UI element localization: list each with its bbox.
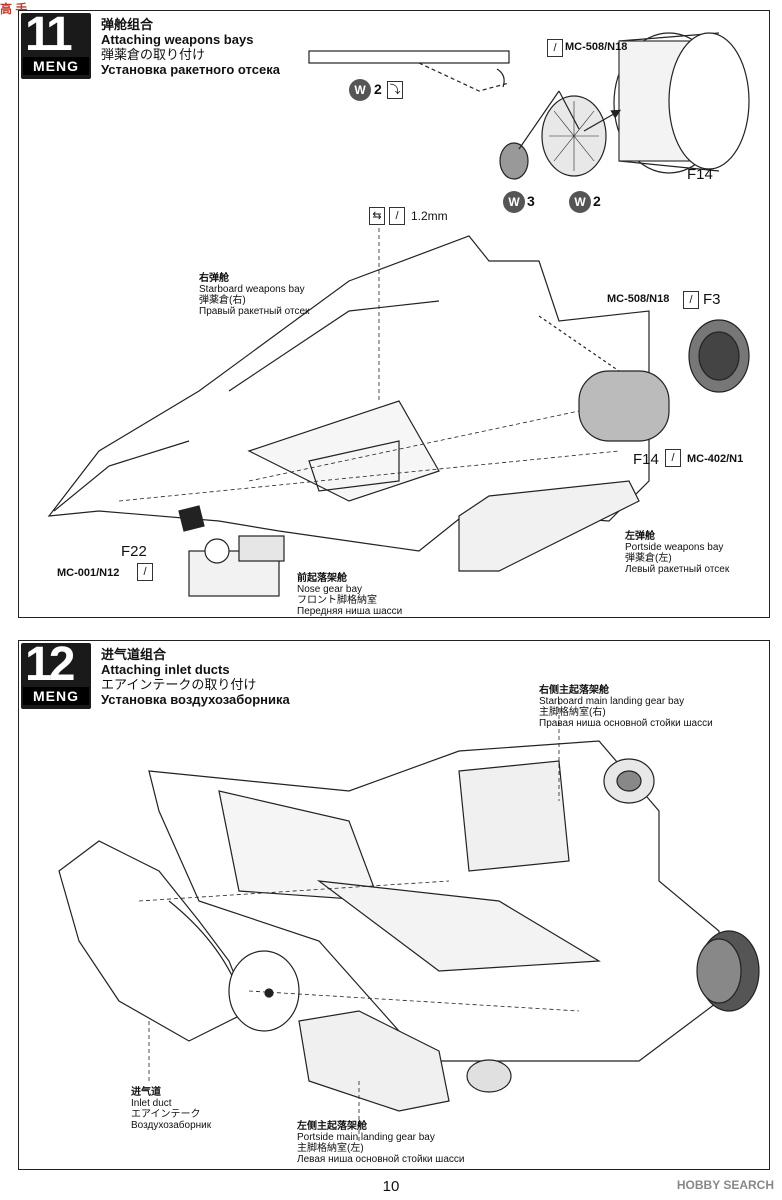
label-jp: 主脚格納室(右) bbox=[539, 707, 606, 718]
starboard-bay-label: 右弹舱 Starboard weapons bay 弾薬倉(右) Правый … bbox=[199, 273, 309, 317]
step-number: 11 bbox=[25, 8, 73, 61]
drill-size: 1.2mm bbox=[411, 209, 448, 223]
label-en: Starboard weapons bay bbox=[199, 284, 305, 295]
title-en: Attaching inlet ducts bbox=[101, 662, 230, 677]
paint-code: 3 bbox=[527, 193, 535, 209]
label-cn: 前起落架舱 bbox=[297, 573, 347, 584]
title-cn: 弹舱组合 bbox=[101, 17, 154, 32]
step-12-drawing bbox=[58, 701, 760, 1141]
label-en: Starboard main landing gear bay bbox=[539, 696, 685, 707]
brand-logo: MENG bbox=[23, 57, 89, 75]
label-ru: Левый ракетный отсек bbox=[625, 564, 730, 575]
title-ru: Установка воздухозаборника bbox=[101, 692, 290, 707]
label-jp: 弾薬倉(右) bbox=[199, 295, 246, 306]
step-12-title: 进气道组合 Attaching inlet ducts エアインテークの取り付け… bbox=[101, 647, 290, 707]
label-jp: 弾薬倉(左) bbox=[625, 553, 672, 564]
part-label: F22 bbox=[121, 543, 147, 560]
label-cn: 左侧主起落架舱 bbox=[297, 1121, 367, 1132]
step-11-drawing bbox=[47, 32, 750, 597]
knife-icon: / bbox=[547, 39, 563, 57]
label-en: Inlet duct bbox=[131, 1098, 172, 1109]
tool-code: MC-508/N18 bbox=[607, 293, 670, 305]
drill-icon: ⇆ bbox=[369, 207, 385, 225]
page-number: 10 bbox=[382, 1178, 400, 1195]
paint-badge-icon: W bbox=[503, 191, 525, 213]
step-11-title: 弹舱组合 Attaching weapons bays 弾薬倉の取り付け Уст… bbox=[101, 17, 280, 77]
tool-code: MC-402/N1 bbox=[687, 453, 744, 465]
nose-bay-label: 前起落架舱 Nose gear bay フロント脚格納室 Передняя ни… bbox=[297, 573, 402, 617]
paint-code: 2 bbox=[374, 81, 382, 97]
label-cn: 右弹舱 bbox=[199, 273, 229, 284]
hobby-search-watermark: HOBBY SEARCH bbox=[676, 1178, 774, 1192]
title-cn: 进气道组合 bbox=[101, 647, 167, 662]
paint-code: 2 bbox=[593, 193, 601, 209]
knife-icon: / bbox=[665, 449, 681, 467]
title-en: Attaching weapons bays bbox=[101, 32, 254, 47]
step-11-panel: 11 MENG 弹舱组合 Attaching weapons bays 弾薬倉の… bbox=[18, 8, 770, 618]
label-cn: 进气道 bbox=[131, 1087, 161, 1098]
step-11-badge: 11 MENG bbox=[19, 8, 93, 79]
step-number: 12 bbox=[25, 638, 75, 691]
label-ru: Правая ниша основной стойки шасси bbox=[539, 718, 713, 729]
title-jp: 弾薬倉の取り付け bbox=[101, 47, 206, 62]
bend-icon: ⤵ bbox=[387, 81, 403, 99]
label-en: Portside weapons bay bbox=[625, 542, 724, 553]
starboard-main-gear-label: 右侧主起落架舱 Starboard main landing gear bay … bbox=[539, 685, 713, 729]
title-ru: Установка ракетного отсека bbox=[101, 62, 280, 77]
inlet-duct-label: 进气道 Inlet duct エアインテーク Воздухозаборник bbox=[131, 1087, 211, 1131]
label-jp: フロント脚格納室 bbox=[297, 595, 377, 606]
brand-logo: MENG bbox=[23, 687, 89, 705]
label-ru: Правый ракетный отсек bbox=[199, 306, 310, 317]
tool-code: MC-001/N12 bbox=[57, 567, 120, 579]
label-ru: Левая ниша основной стойки шасси bbox=[297, 1154, 465, 1165]
knife-icon: / bbox=[137, 563, 153, 581]
label-jp: エアインテーク bbox=[131, 1109, 201, 1120]
paint-badge-icon: W bbox=[349, 79, 371, 101]
title-jp: エアインテークの取り付け bbox=[101, 677, 257, 692]
label-en: Portside main landing gear bay bbox=[297, 1132, 435, 1143]
tool-code: MC-508/N18 bbox=[565, 41, 628, 53]
part-label: F14 bbox=[633, 451, 659, 468]
portside-main-gear-label: 左侧主起落架舱 Portside main landing gear bay 主… bbox=[297, 1121, 464, 1165]
label-cn: 左弹舱 bbox=[625, 531, 655, 542]
portside-bay-label: 左弹舱 Portside weapons bay 弾薬倉(左) Левый ра… bbox=[625, 531, 729, 575]
paint-badge-icon: W bbox=[569, 191, 591, 213]
label-ru: Передняя ниша шасси bbox=[297, 606, 403, 617]
step-12-panel: 12 MENG 进气道组合 Attaching inlet ducts エアイン… bbox=[18, 638, 770, 1170]
part-label: F3 bbox=[703, 291, 721, 308]
step-12-badge: 12 MENG bbox=[19, 638, 93, 709]
knife-icon: / bbox=[389, 207, 405, 225]
label-cn: 右侧主起落架舱 bbox=[539, 685, 609, 696]
label-jp: 主脚格納室(左) bbox=[297, 1143, 364, 1154]
label-en: Nose gear bay bbox=[297, 584, 363, 595]
part-label: F14 bbox=[687, 166, 713, 183]
label-ru: Воздухозаборник bbox=[131, 1120, 212, 1131]
knife-icon: / bbox=[683, 291, 699, 309]
